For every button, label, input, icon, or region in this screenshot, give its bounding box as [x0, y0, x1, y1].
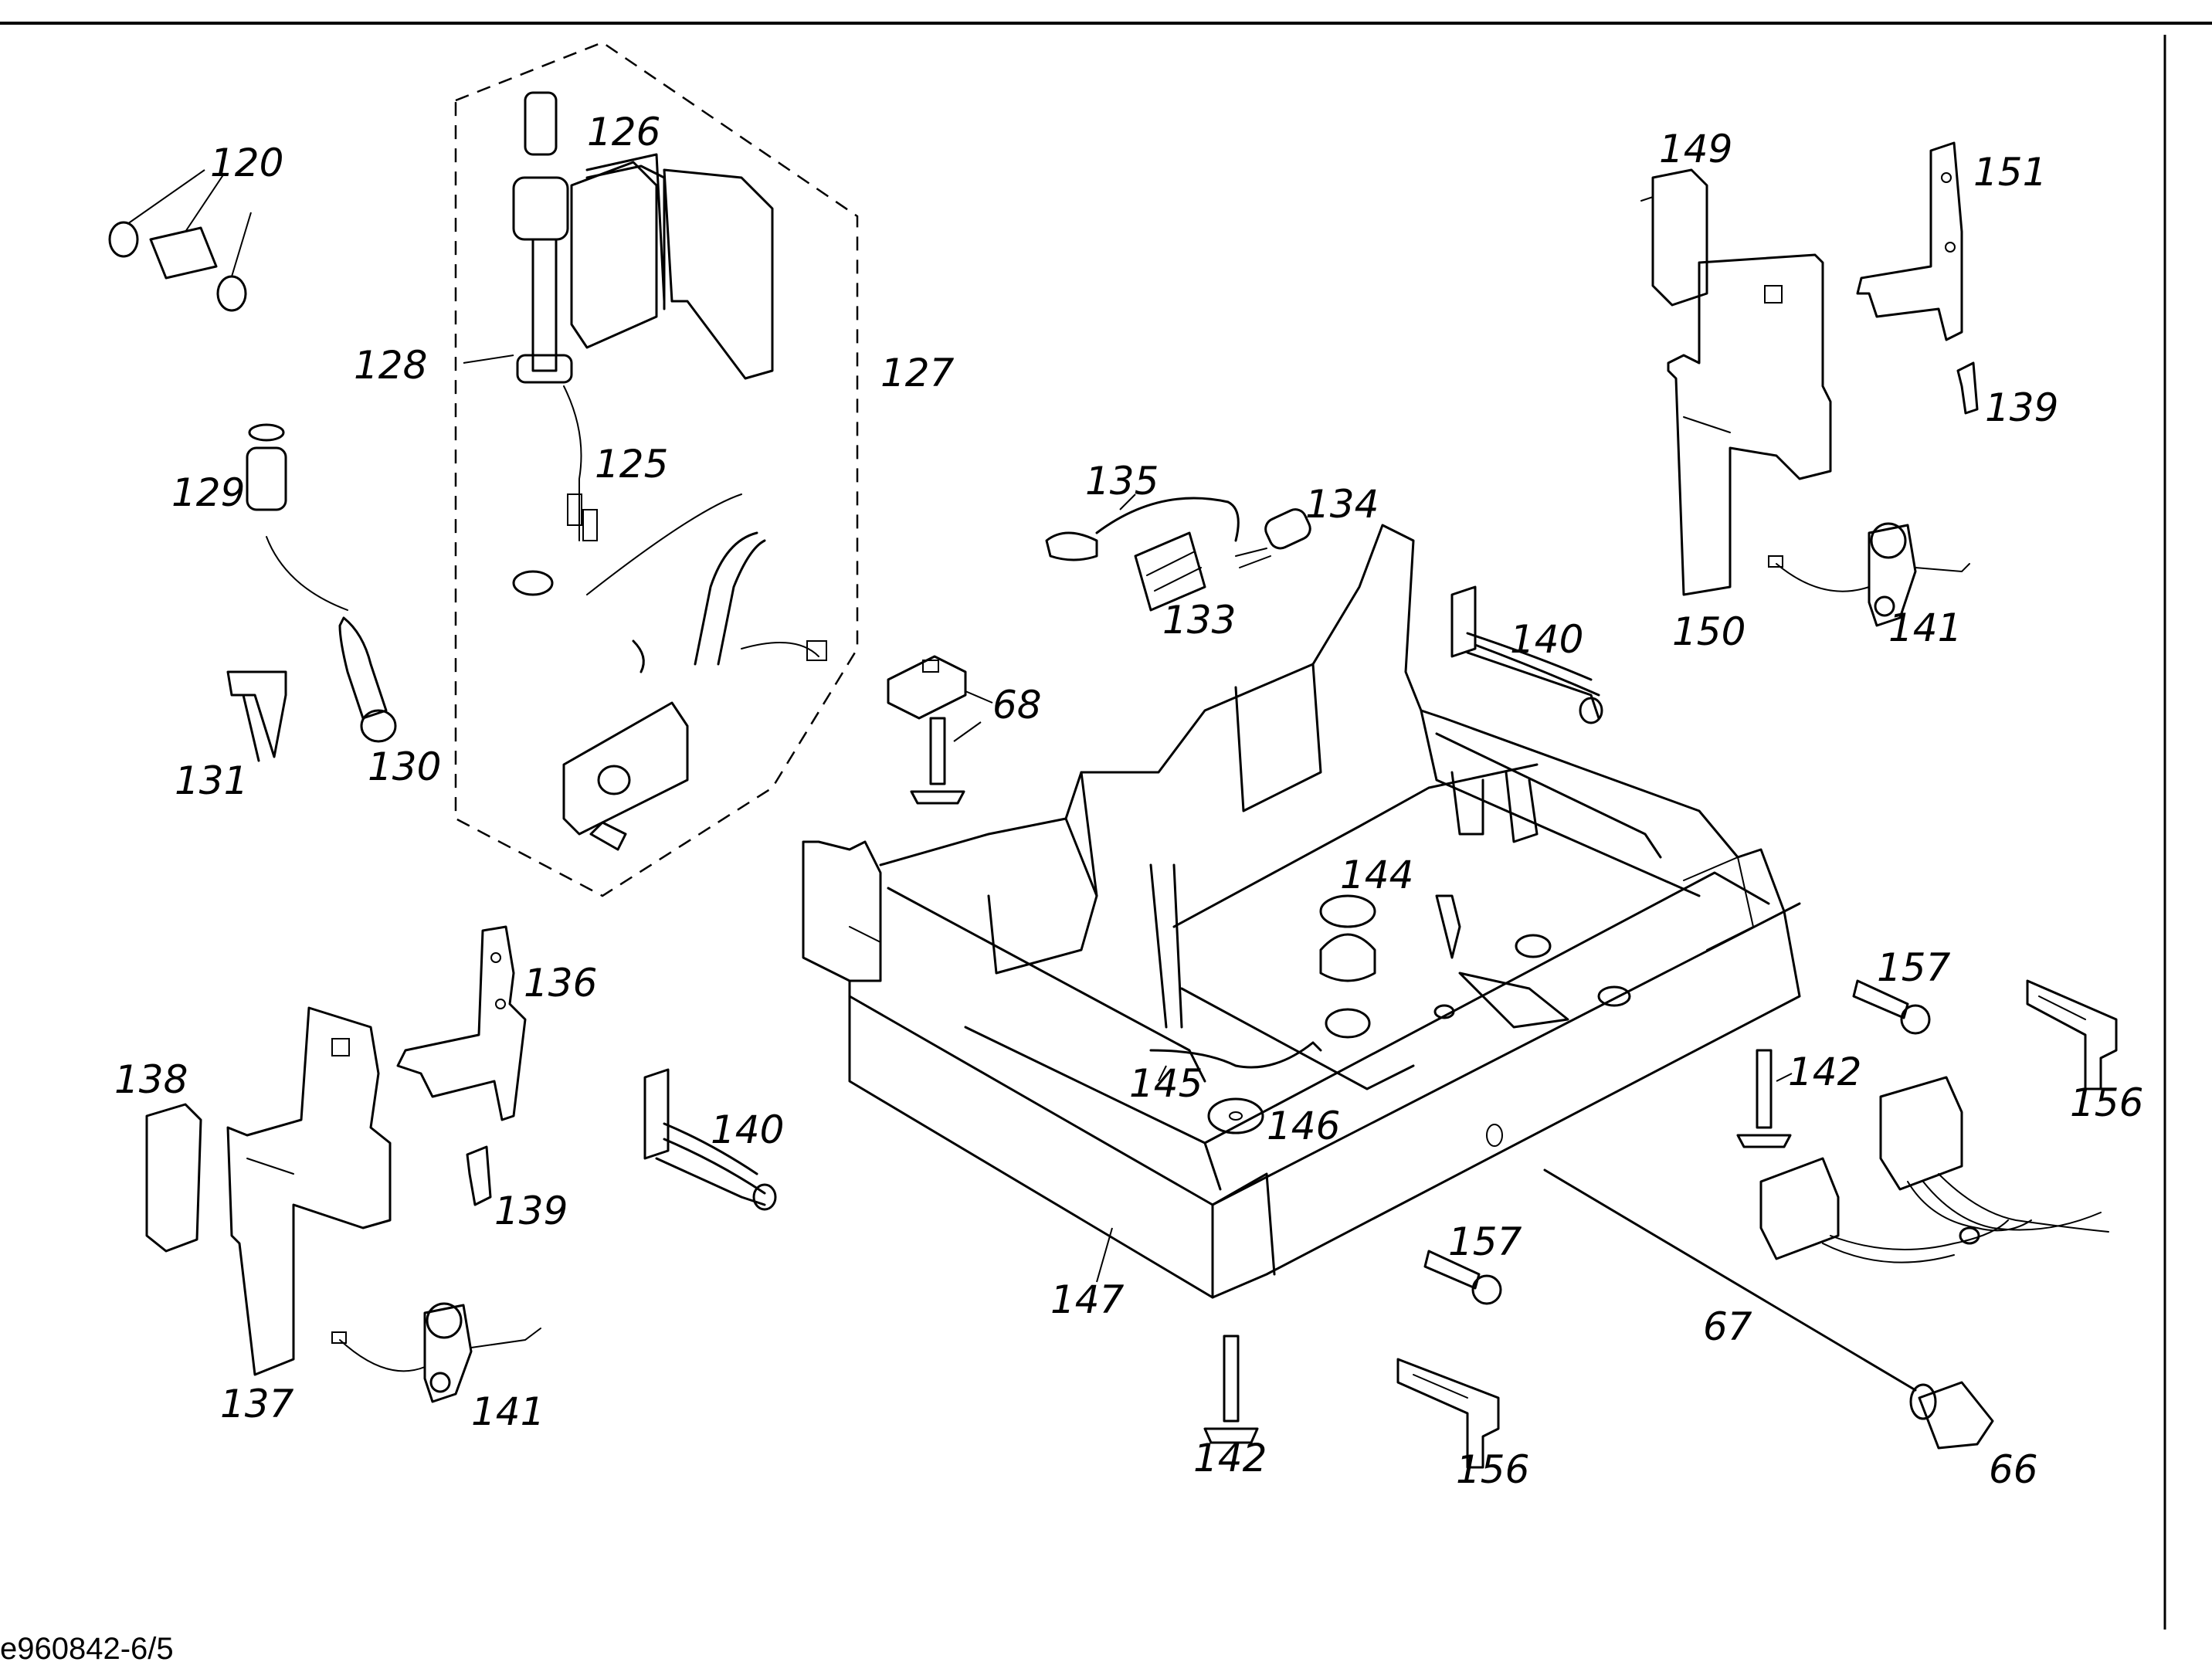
coil-hose-assembly: [512, 493, 827, 673]
callout-136: 136: [524, 961, 597, 1006]
callout-68: 68: [992, 683, 1042, 727]
callout-149: 149: [1659, 127, 1732, 171]
hinge-cover-part-149: [1640, 168, 1708, 307]
clip-part-131: [226, 670, 287, 762]
callout-146: 146: [1267, 1104, 1340, 1148]
callout-142-bottom: 142: [1193, 1436, 1267, 1480]
hinge-clip-part-139-right: [1956, 361, 1979, 415]
callout-127: 127: [880, 351, 955, 395]
cable-part-145: [1149, 1041, 1322, 1082]
switch-part-68: [887, 655, 993, 720]
hinge-cover-part-138: [145, 1103, 202, 1253]
hinge-bracket-part-136: [396, 925, 527, 1121]
callout-141-right: 141: [1888, 605, 1962, 650]
wiring-harness: [1759, 1076, 2109, 1263]
hinge-clip-part-139-left: [466, 1145, 492, 1206]
callout-133: 133: [1162, 598, 1236, 643]
callout-130: 130: [368, 744, 441, 789]
callout-156-right: 156: [2070, 1080, 2143, 1125]
hose-part-130: [338, 616, 397, 743]
callout-128: 128: [354, 343, 427, 388]
leveling-foot-part-142-bottom: [1203, 1335, 1259, 1444]
door-spring-part-140-right: [1450, 585, 1603, 724]
bolt-part-157-bottom: [1423, 1250, 1502, 1305]
float-disc-part-146: [1207, 1097, 1264, 1134]
callout-120: 120: [210, 141, 283, 185]
damper-part-141-left: [331, 1302, 541, 1403]
rod-part-67: [1543, 1168, 1917, 1392]
callout-145: 145: [1129, 1061, 1203, 1106]
base-tub-part-147: [802, 524, 1801, 1299]
grommet-part-129: [246, 423, 348, 611]
callout-135: 135: [1085, 459, 1159, 504]
drawing-number: e960842-6/5: [0, 1632, 174, 1666]
capacitor-part-134: [1235, 508, 1311, 568]
tub-inner-fittings: [1433, 894, 1631, 1029]
water-inlet-valve-part-128: [463, 91, 666, 541]
callout-137: 137: [220, 1382, 294, 1426]
callout-131: 131: [175, 758, 248, 803]
hinge-plate-part-150: [1667, 253, 1832, 596]
assembly-127-outline: [454, 41, 859, 897]
knob-part-66: [1909, 1381, 1994, 1450]
leveling-foot-part-142-right: [1736, 1049, 1793, 1148]
terminal-block-part-133: [1134, 531, 1206, 612]
hinge-plate-part-137: [226, 1006, 392, 1376]
hinge-bracket-part-151: [1856, 141, 1963, 341]
callout-151: 151: [1973, 150, 2047, 195]
bolt-part-157-right: [1852, 979, 1931, 1035]
callout-138: 138: [114, 1057, 188, 1102]
rail-part-156-bottom: [1396, 1358, 1500, 1469]
callout-140-right: 140: [1510, 617, 1583, 662]
damper-part-141-right: [1768, 522, 1970, 627]
callout-139-left: 139: [494, 1189, 568, 1233]
callout-140-left: 140: [711, 1107, 784, 1152]
seal-ring-part-144: [1319, 894, 1376, 1039]
callout-142-right: 142: [1788, 1050, 1861, 1094]
rail-part-156-right: [2026, 979, 2118, 1090]
callout-139-right: 139: [1985, 385, 2058, 430]
valve-bracket-plate: [562, 701, 689, 851]
door-spring-part-140-left: [643, 1068, 777, 1211]
callout-67: 67: [1703, 1304, 1752, 1349]
callout-126: 126: [587, 110, 660, 154]
callout-66: 66: [1989, 1447, 2038, 1492]
callout-150: 150: [1672, 609, 1746, 654]
callout-144: 144: [1340, 853, 1413, 897]
callout-147: 147: [1050, 1277, 1125, 1322]
hose-clamp-part-120: [108, 169, 252, 312]
callout-156-bottom: 156: [1456, 1447, 1529, 1492]
callout-125: 125: [595, 442, 668, 487]
callout-134: 134: [1305, 482, 1379, 527]
valve-cover-housing: [585, 164, 774, 380]
sensor-cable-part-135: [1045, 493, 1240, 561]
callout-129: 129: [171, 470, 245, 515]
callout-157-right: 157: [1877, 945, 1951, 990]
callout-157-bottom: 157: [1448, 1219, 1522, 1264]
leveling-screw-part-68: [910, 717, 982, 805]
callout-141-left: 141: [471, 1389, 545, 1434]
